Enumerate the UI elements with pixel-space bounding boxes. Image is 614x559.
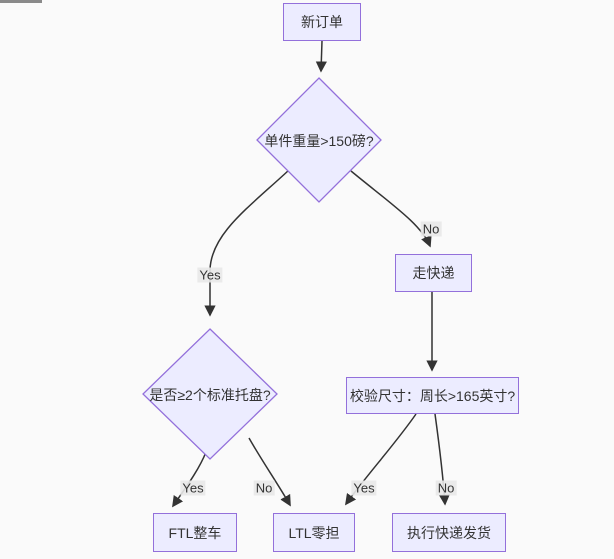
- edge-start-to-weight-check: [315, 40, 327, 73]
- decision-weight-shape: [256, 77, 382, 203]
- edge-label-pallet-yes: Yes: [180, 480, 206, 496]
- edge-weight-check-yes-to-pallet-check: [204, 169, 290, 317]
- decision-pallets-label: 是否≥2个标准托盘?: [149, 387, 271, 403]
- edge-label-size-yes: Yes: [351, 480, 377, 496]
- edge-label-pallet-no: No: [253, 480, 275, 496]
- decision-weight-label: 单件重量>150磅?: [264, 133, 374, 149]
- edge-pallet-check-no-to-ltl: [248, 437, 291, 507]
- node-ftl: FTL整车: [153, 513, 237, 552]
- screen-edge-artifact: [0, 0, 42, 3]
- edge-weight-check-no-to-express: [350, 170, 432, 248]
- edge-label-size-no: No: [435, 480, 457, 496]
- node-new-order: 新订单: [283, 3, 361, 41]
- edge-pallet-check-yes-to-ftl: [172, 451, 207, 508]
- edge-label-weight-yes: Yes: [197, 267, 223, 283]
- node-execute-express: 执行快递发货: [392, 513, 506, 552]
- decision-pallets-shape: [142, 328, 278, 460]
- node-ltl: LTL零担: [273, 513, 355, 552]
- edge-label-weight-no: No: [420, 221, 442, 237]
- node-express: 走快递: [395, 254, 472, 292]
- node-size-check: 校验尺寸：周长>165英寸?: [346, 377, 519, 414]
